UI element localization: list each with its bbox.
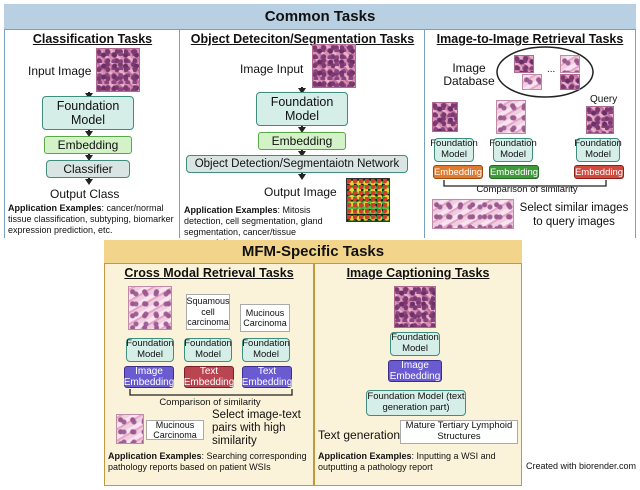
cross-modal-app-examples: Application Examples: Searching correspo…	[108, 451, 308, 473]
output-class-label: Output Class	[50, 187, 120, 201]
arrow	[85, 178, 93, 185]
foundation-model-box: Foundation Model	[184, 338, 232, 362]
output-image-label: Output Image	[264, 185, 337, 199]
credit-text: Created with biorender.com	[526, 461, 637, 471]
comparison-label: Comparison of similarity	[159, 397, 261, 408]
caption-output-box: Mature Tertiary Lymphoid Structures	[400, 420, 518, 444]
comparison-label: Comparison of similarity	[476, 184, 578, 195]
comparison-bracket	[129, 389, 293, 396]
mfm-divider	[313, 264, 315, 486]
embedding-red: Embedding	[574, 165, 624, 179]
arrow	[85, 92, 93, 99]
arrow	[298, 126, 306, 133]
embedding-orange: Embedding	[433, 165, 483, 179]
image-embedding-box: Image Embedding	[123, 366, 175, 388]
retrieval-result-text: Select similar images to query images	[519, 202, 629, 228]
image-input-label: Image Input	[240, 62, 304, 76]
query-label: Query	[590, 94, 618, 105]
query-image	[586, 106, 614, 134]
app-examples-text: : cancer/normal tissue classification, s…	[8, 203, 174, 235]
app-examples-heading: Application Examples	[184, 205, 278, 215]
input-tissue-image	[312, 44, 356, 88]
app-examples-text: : Inputting a WSI and outputting a patho…	[318, 451, 496, 472]
database-image	[514, 55, 534, 73]
text-embedding-box: Text Embedding	[241, 366, 293, 388]
squamous-label: Squamous cell carcinoma	[186, 294, 230, 330]
detection-title: Object Deteciton/Segmentation Tasks	[190, 32, 415, 46]
arrow	[298, 150, 306, 157]
text-generation-model-box: Foundation Model (text generation part)	[366, 390, 466, 416]
classification-app-examples: Application Examples: cancer/normal tiss…	[8, 203, 178, 235]
common-tasks-title: Common Tasks	[4, 4, 636, 30]
result-mucinous-label: Mucinous Carcinoma	[146, 420, 204, 440]
detection-network-box: Object Detection/Segmentaiotn Network	[186, 155, 408, 173]
comparison-bracket	[443, 180, 607, 187]
app-examples-text: : Searching corresponding pathology repo…	[108, 451, 307, 472]
image-embedding-box: Image Embedding	[388, 360, 442, 382]
captioning-app-examples: Application Examples: Inputting a WSI an…	[318, 451, 518, 473]
embedding-box: Embedding	[44, 136, 132, 154]
foundation-model-box: Foundation Model	[390, 332, 440, 356]
database-ellipse	[496, 46, 594, 98]
retrieved-image-1	[432, 102, 458, 132]
database-image	[560, 55, 580, 73]
database-image	[522, 74, 542, 90]
arrow	[298, 173, 306, 180]
foundation-model-box: Foundation Model	[574, 138, 622, 162]
foundation-model-box: Foundation Model	[126, 338, 174, 362]
arrow	[298, 87, 306, 94]
classification-title: Classification Tasks	[32, 32, 153, 46]
arrow	[85, 154, 93, 161]
similar-images-strip	[432, 199, 514, 229]
foundation-model-box: Foundation Model	[489, 138, 537, 162]
arrow	[85, 130, 93, 137]
captioning-tissue-image	[394, 286, 436, 328]
captioning-title: Image Captioning Tasks	[346, 266, 490, 280]
cross-modal-result-text: Select image-text pairs with high simila…	[212, 409, 301, 448]
result-tissue-image	[116, 414, 144, 444]
app-examples-heading: Application Examples	[318, 451, 412, 461]
foundation-model-box: Foundation Model	[256, 92, 348, 126]
text-embedding-box: Text Embedding	[183, 366, 235, 388]
embedding-box: Embedding	[258, 132, 346, 150]
input-image-label: Input Image	[28, 64, 92, 78]
foundation-model-box: Foundation Model	[242, 338, 290, 362]
classifier-box: Classifier	[46, 160, 130, 178]
image-database-label: Image Database	[443, 61, 495, 89]
database-ellipsis: ...	[547, 64, 556, 75]
input-tissue-image	[96, 48, 140, 92]
foundation-model-box: Foundation Model	[42, 96, 134, 130]
foundation-model-box: Foundation Model	[430, 138, 478, 162]
database-image	[560, 74, 580, 90]
retrieval-title: Image-to-Image Retrieval Tasks	[436, 32, 624, 46]
text-generation-label: Text generation	[318, 428, 401, 442]
cross-modal-tissue-image	[128, 286, 172, 330]
mucinous-label: Mucinous Carcinoma	[240, 304, 290, 332]
app-examples-heading: Application Examples	[8, 203, 102, 213]
cross-modal-title: Cross Modal Retrieval Tasks	[124, 266, 294, 280]
mfm-tasks-title: MFM-Specific Tasks	[104, 240, 522, 264]
retrieved-image-2	[496, 100, 526, 134]
embedding-green: Embedding	[489, 165, 539, 179]
app-examples-heading: Application Examples	[108, 451, 202, 461]
segmentation-output-image	[346, 178, 390, 222]
